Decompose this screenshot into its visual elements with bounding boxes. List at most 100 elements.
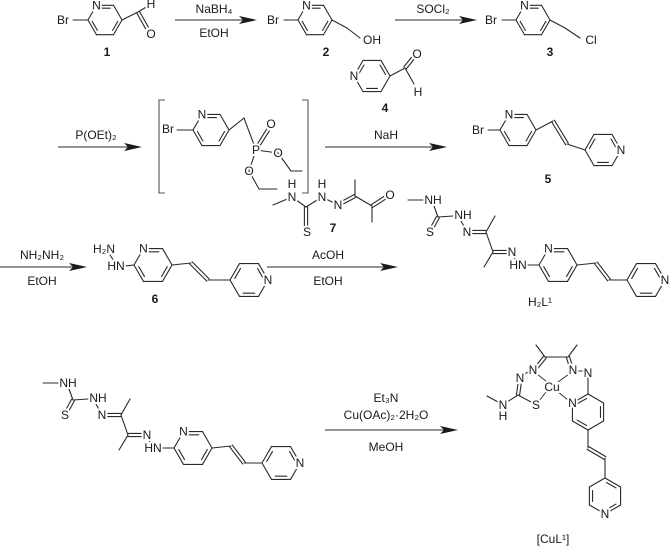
bond: [538, 391, 547, 402]
bond: [584, 149, 595, 167]
bond: [192, 129, 203, 147]
bond: [526, 129, 537, 147]
bond: [631, 267, 639, 279]
bond: [219, 113, 230, 131]
bond: [173, 430, 185, 449]
bond: [557, 373, 570, 383]
h2l1-reactant-atom-nh-2: NH: [89, 391, 106, 405]
bond: [486, 395, 499, 403]
reagent-step4-above: NaH: [374, 128, 398, 142]
bond: [228, 117, 245, 131]
bond: [483, 251, 494, 268]
bond: [626, 279, 638, 298]
bond: [231, 444, 246, 463]
phosphonate-atom-n: N: [198, 107, 207, 121]
bond: [611, 149, 622, 167]
h2l1-reactant-atom-n-2: N: [143, 428, 152, 442]
c6-atom-hn: HN: [107, 259, 124, 273]
c2-atom-oh: OH: [363, 33, 381, 47]
c5-atom-n-2: N: [617, 143, 626, 157]
bond: [68, 388, 74, 401]
bond: [519, 380, 523, 396]
bond: [566, 247, 578, 266]
reagent-step3-above: P(OEt)₂: [75, 128, 117, 142]
h2l1-product-atom-nh-1: NH: [424, 193, 441, 207]
bond: [430, 215, 438, 228]
bond: [201, 447, 213, 466]
phosphonate-atom-br: Br: [162, 122, 174, 136]
c6-atom-n-1: N: [139, 242, 148, 256]
cul1-atom-n-6: N: [601, 507, 610, 521]
bond: [322, 4, 333, 21]
bond: [322, 20, 329, 31]
compound-label-5: 5: [545, 172, 552, 186]
c4-atom-o: O: [412, 47, 421, 61]
bond: [611, 133, 622, 151]
bond: [535, 120, 554, 131]
bond: [437, 215, 454, 218]
bond: [288, 450, 296, 462]
bond: [297, 19, 308, 36]
bond: [147, 436, 152, 446]
bond: [596, 261, 611, 280]
bond: [588, 504, 606, 515]
bond: [605, 481, 617, 489]
bond: [112, 20, 119, 31]
bond: [67, 400, 75, 413]
bond: [256, 128, 268, 146]
bond: [576, 262, 597, 266]
bond: [433, 205, 439, 218]
compound-label-6: 6: [152, 292, 159, 306]
bond: [610, 138, 618, 150]
h2l1-product-atom-n-4: N: [661, 273, 669, 287]
bond: [566, 143, 586, 151]
bond: [503, 130, 511, 142]
c4-atom-h: H: [414, 85, 423, 99]
bond: [336, 194, 355, 205]
bond: [277, 152, 292, 172]
bond: [248, 170, 260, 190]
bond: [138, 266, 146, 278]
bond: [499, 113, 510, 131]
bond: [526, 113, 537, 131]
bond: [120, 414, 129, 436]
h2l1-reactant-atom-s: S: [61, 408, 69, 422]
bond: [584, 133, 595, 151]
compound-label-3: 3: [547, 45, 554, 59]
bond: [654, 279, 666, 298]
bond: [138, 10, 149, 28]
bond: [654, 262, 666, 281]
reagent-step5-above: NH₂NH₂: [20, 248, 64, 262]
h2l1-reactant-atom-n-3: N: [179, 425, 188, 439]
right-bracket: [302, 99, 309, 194]
bond: [432, 217, 440, 230]
bond: [353, 59, 364, 77]
h2l1-product-atom-nh-2: NH: [454, 208, 471, 222]
c2-atom-n: N: [302, 0, 311, 12]
reaction-arrow-1-arrowhead-icon: [239, 16, 257, 24]
bond: [124, 264, 135, 267]
bond: [91, 20, 98, 31]
c7-atom-s: S: [303, 225, 311, 239]
bond: [538, 247, 550, 266]
bonds-layer: [42, 4, 666, 515]
bond: [379, 64, 387, 76]
bond: [604, 504, 622, 515]
c5-atom-n-1: N: [505, 107, 514, 121]
bond: [565, 356, 571, 369]
bond: [189, 263, 208, 282]
compound-label-2: 2: [323, 45, 330, 59]
c1-atom-h: H: [147, 0, 156, 11]
bond: [229, 279, 241, 298]
bond: [200, 449, 208, 461]
bond: [305, 196, 323, 208]
c3-atom-n: N: [520, 0, 529, 12]
bond: [506, 394, 519, 403]
bond: [160, 266, 168, 278]
bond: [321, 196, 339, 206]
bond: [289, 445, 301, 464]
cul1-atom-cu: Cu: [544, 380, 559, 394]
bond: [536, 373, 548, 383]
reagent-step7-below: MeOH: [369, 440, 404, 454]
bond: [370, 195, 386, 206]
